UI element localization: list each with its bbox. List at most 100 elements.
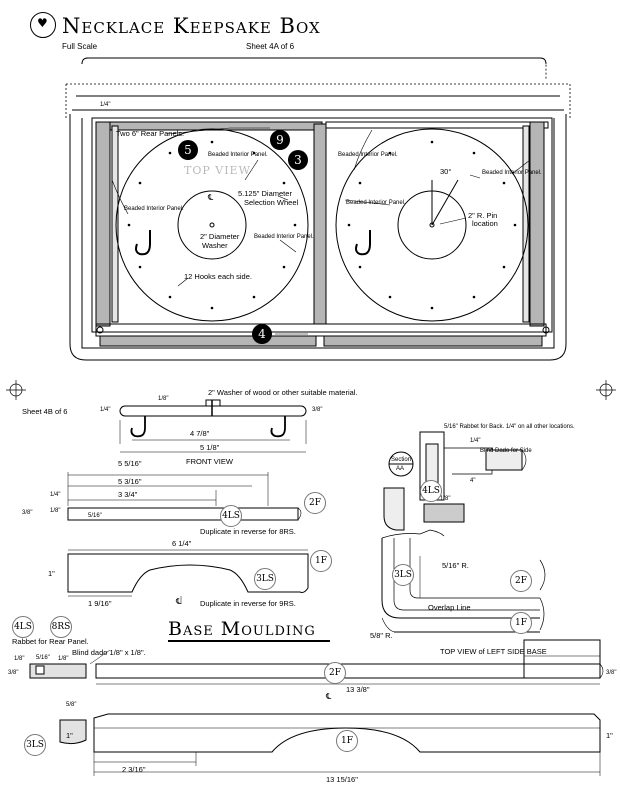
beaded-label-3: Beaded Interior Panel. <box>254 234 314 240</box>
logo-seal: ♥ <box>30 12 56 38</box>
leader-lines <box>111 127 531 335</box>
pin-label-2: location <box>472 219 498 228</box>
dim-3ls-width: 6 1/4" <box>172 539 192 548</box>
centerline-symbol: ℄ <box>208 193 214 202</box>
box-body <box>69 114 567 361</box>
moulding-one-left: 1" <box>66 731 73 740</box>
moulding-callout-3ls: 3LS <box>24 734 46 756</box>
callout-3ls: 3LS <box>254 568 276 590</box>
heart-icon: ♥ <box>37 16 48 30</box>
scale-label: Full Scale <box>62 42 98 51</box>
section-callout-4ls: 4LS <box>420 480 442 502</box>
section-callout-2f: 2F <box>510 570 532 592</box>
dim-4ls-three-eighth: 3/8" <box>22 510 33 516</box>
section-label: Section <box>391 457 412 463</box>
washer-three-eighth-dim: 3/8" <box>312 407 323 413</box>
callout-4ls: 4LS <box>220 505 242 527</box>
section-aa <box>381 431 546 633</box>
section-quarter: 1/4" <box>470 438 481 444</box>
dim-4ls-eighth: 1/8" <box>50 508 61 514</box>
moulding-callout-4ls: 4LS <box>12 616 34 638</box>
moulding-2f <box>29 639 604 685</box>
section-four: 4" <box>470 478 476 484</box>
front-4ls <box>67 472 302 521</box>
dim-3ls-height: 1" <box>48 569 55 578</box>
moulding-eighth-a: 1/8" <box>14 656 25 662</box>
left-wheel <box>115 128 309 322</box>
moulding-thirteen-three-eighth: 13 3/8" <box>346 685 370 694</box>
callout-9: 9 <box>270 130 290 150</box>
rear-panels-label: Two 6" Rear Panels. <box>116 129 185 138</box>
pin-label-1: 2" R. Pin <box>468 211 498 220</box>
angle-label: 30° <box>440 167 452 176</box>
note-8rs: Duplicate in reverse for 8RS. <box>200 527 296 536</box>
washer-eighth-dim: 1/8" <box>158 396 169 402</box>
moulding-two-three-sixteenth: 2 3/16" <box>122 765 146 774</box>
rabbet-rear-label: Rabbet for Rear Panel. <box>12 637 89 646</box>
beaded-label-4: Beaded Interior Panel. <box>338 152 398 158</box>
washer-five-dim: 5 1/8" <box>200 443 220 452</box>
callout-5: 5 <box>178 140 198 160</box>
dim-4ls-2: 5 3/16" <box>118 477 142 486</box>
washer-quarter-dim: 1/4" <box>100 407 111 413</box>
dim-4ls-3: 3 3/4" <box>118 490 138 499</box>
moulding-thirteen-fifteen: 13 15/16" <box>326 775 358 784</box>
moulding-three-eighth-left: 3/8" <box>8 670 19 676</box>
top-view-left-base: TOP VIEW of LEFT SIDE BASE <box>440 647 547 656</box>
sheet-4b-label: Sheet 4B of 6 <box>22 407 68 416</box>
section-callout-1f: 1F <box>510 612 532 634</box>
beaded-label-2: Beaded Interior Panel. <box>124 206 184 212</box>
radius-inner: 5/16" R. <box>442 561 469 570</box>
note-9rs: Duplicate in reverse for 9RS. <box>200 599 296 608</box>
moulding-1f <box>59 713 601 776</box>
right-wheel <box>335 128 529 322</box>
washer-label-1: 2" Diameter <box>200 232 240 241</box>
overlap-line: Overlap Line <box>428 603 471 612</box>
quarter-dim: 1/4" <box>100 102 111 108</box>
base-moulding-underline <box>168 640 330 642</box>
washer-bar <box>119 399 307 453</box>
dim-4ls-1: 5 5/16" <box>118 459 142 468</box>
washer-label-2: Washer <box>202 241 228 250</box>
registration-marks <box>6 380 616 400</box>
moulding-callout-8rs: 8RS <box>50 616 72 638</box>
hooks-label: 12 Hooks each side. <box>184 272 252 281</box>
moulding-centerline: ℄ <box>326 692 332 701</box>
moulding-five-sixteenth: 5/16" <box>36 655 50 661</box>
selection-wheel-label-1: 5.125" Diameter <box>238 189 292 198</box>
section-eighth: 1/8" <box>440 496 451 502</box>
blind-dado-label: Blind dado 1/8" x 1/8". <box>72 648 146 657</box>
callout-2f: 2F <box>304 492 326 514</box>
section-label-aa: AA <box>396 466 405 472</box>
dim-3ls-offset: 1 9/16" <box>88 599 112 608</box>
selection-wheel-label-2: Selection Wheel <box>244 198 299 207</box>
callout-4: 4 <box>252 324 272 344</box>
moulding-one-right: 1" <box>606 731 613 740</box>
dim-4ls-quarter: 1/4" <box>50 492 61 498</box>
centerline-3ls: ℄ <box>176 597 182 606</box>
radius-outer: 5/8" R. <box>370 631 393 640</box>
lid-outline <box>65 57 571 118</box>
drawing-title: Necklace Keepsake Box <box>62 14 321 38</box>
front-3ls <box>67 549 309 604</box>
beaded-label-5: Beaded Interior Panel. <box>346 200 406 206</box>
top-view-title: TOP VIEW <box>184 164 251 177</box>
blind-dado-side: Blind Dado for Side <box>480 448 532 454</box>
moulding-callout-2f: 2F <box>324 662 346 684</box>
beaded-label-6: Beaded Interior Panel. <box>482 170 542 176</box>
sheet-label: Sheet 4A of 6 <box>246 42 295 51</box>
dim-4ls-inner: 5/16" <box>88 513 102 519</box>
lid-solid <box>72 57 564 111</box>
front-view-title: FRONT VIEW <box>186 457 233 466</box>
moulding-three-eighth-right: 3/8" <box>606 670 617 676</box>
base-moulding-title: Base Moulding <box>168 618 316 640</box>
rabbet-note: 5/16" Rabbet for Back. 1/4" on all other… <box>444 424 575 430</box>
callout-3: 3 <box>288 150 308 170</box>
washer-four-dim: 4 7/8" <box>190 429 210 438</box>
washer-note: 2" Washer of wood or other suitable mate… <box>208 388 358 397</box>
moulding-five-eighth: 5/8" <box>66 702 77 708</box>
moulding-eighth-b: 1/8" <box>58 656 69 662</box>
callout-1f: 1F <box>310 550 332 572</box>
